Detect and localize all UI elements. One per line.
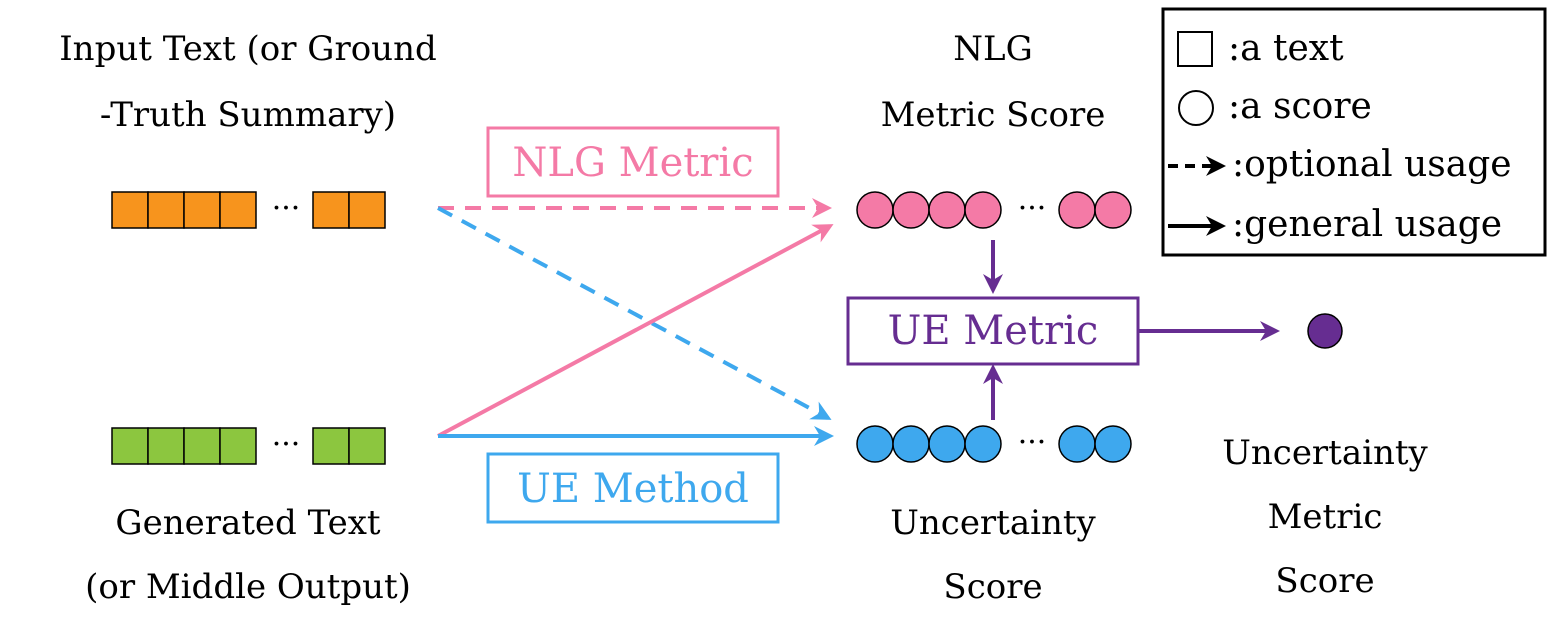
input-text-label-line1: Input Text (or Ground: [59, 29, 437, 69]
ue-method-box: UE Method: [486, 452, 780, 524]
uncertainty-score-circle: [892, 425, 930, 463]
uncertainty-score-circle: [928, 425, 966, 463]
nlg-score-circle: [1094, 191, 1132, 229]
nlg-score-circle: [1058, 191, 1096, 229]
generated-text-token: [219, 427, 257, 465]
uncertainty-score-circle: [1058, 425, 1096, 463]
input-text-token: [183, 191, 221, 229]
uncertainty-score-label-line2: Score: [943, 567, 1042, 607]
uncertainty-metric-score-label-line1: Uncertainty: [1222, 433, 1428, 473]
nlg-metric-label: NLG Metric: [512, 140, 753, 186]
legend: :a text :a score :optional usage :genera…: [1161, 7, 1547, 257]
generated-text-token: [111, 427, 149, 465]
nlg-score-circle: [856, 191, 894, 229]
legend-text-square-icon: [1177, 31, 1213, 67]
input-text-token: [312, 191, 350, 229]
uncertainty-score-circle: [856, 425, 894, 463]
generated-text-token: [147, 427, 185, 465]
generated-text-sequence: ···: [111, 427, 386, 465]
ue-method-label: UE Method: [517, 466, 749, 512]
uncertainty-metric-score-dot: [1307, 313, 1343, 349]
legend-general-label: :general usage: [1232, 204, 1502, 245]
ue-metric-box: UE Metric: [846, 296, 1140, 366]
uncertainty-score-sequence: ···: [856, 425, 1132, 463]
uncertainty-score-circle: [1094, 425, 1132, 463]
generated-text-token: [183, 427, 221, 465]
input-text-token: [111, 191, 149, 229]
uncertainty-score-ellipsis: ···: [1018, 425, 1047, 460]
input-text-sequence: ···: [111, 191, 386, 229]
legend-frame: [1161, 7, 1547, 257]
nlg-score-circle: [928, 191, 966, 229]
uncertainty-score-label-line1: Uncertainty: [890, 503, 1096, 543]
uncertainty-score-circle: [964, 425, 1002, 463]
legend-score-label: :a score: [1228, 86, 1372, 127]
nlg-score-label-line2: Metric Score: [881, 95, 1106, 135]
generated-text-label-line2: (or Middle Output): [85, 567, 411, 607]
arrow-input-to-uncertainty-score: [437, 206, 832, 420]
input-text-ellipsis: ···: [272, 191, 301, 226]
nlg-score-circle: [892, 191, 930, 229]
input-text-token: [348, 191, 386, 229]
nlg-metric-box: NLG Metric: [486, 126, 780, 198]
nlg-score-label-line1: NLG: [953, 29, 1033, 69]
generated-text-label-line1: Generated Text: [115, 503, 381, 543]
arrow-generated-to-nlg-score: [437, 224, 834, 438]
generated-text-token: [348, 427, 386, 465]
legend-score-circle-icon: [1178, 90, 1214, 126]
nlg-score-ellipsis: ···: [1018, 191, 1047, 226]
nlg-score-circle: [964, 191, 1002, 229]
uncertainty-metric-score-label-line2: Metric: [1268, 497, 1383, 537]
generated-text-ellipsis: ···: [272, 427, 301, 462]
input-text-token: [147, 191, 185, 229]
generated-text-token: [312, 427, 350, 465]
input-text-label-line2: -Truth Summary): [100, 95, 396, 135]
legend-optional-label: :optional usage: [1232, 144, 1512, 185]
ue-metric-label: UE Metric: [888, 308, 1099, 354]
input-text-token: [219, 191, 257, 229]
nlg-score-sequence: ···: [856, 191, 1132, 229]
legend-text-label: :a text: [1228, 28, 1344, 69]
uncertainty-metric-score-label-line3: Score: [1275, 561, 1374, 601]
